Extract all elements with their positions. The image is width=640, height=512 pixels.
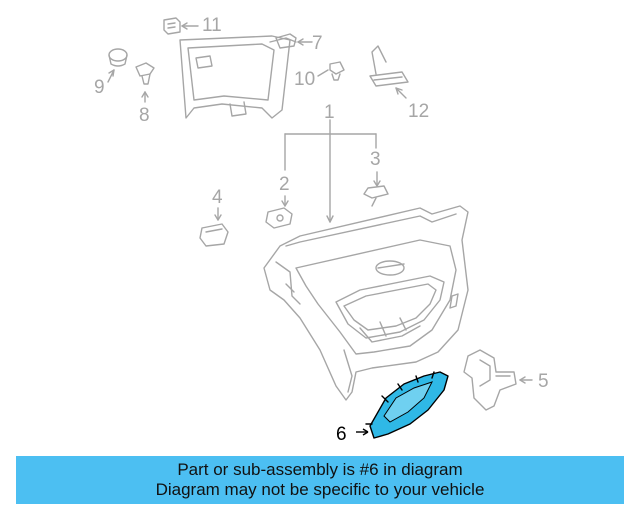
lower-quarter-trim-panel [263,205,469,401]
part-8-clip [135,62,155,103]
callout-9: 9 [94,77,105,98]
part-12-handle [369,45,409,99]
callout-5: 5 [538,371,549,392]
callout-3: 3 [370,149,381,170]
banner-line-2: Diagram may not be specific to your vehi… [155,480,485,499]
part-3-clip [363,185,389,207]
callout-1: 1 [324,102,335,123]
callout-7: 7 [312,33,323,54]
part-10-bolt [317,61,345,81]
part-4-clip [199,223,229,247]
callout-6: 6 [336,424,347,445]
part-11-clip [163,17,199,35]
part-9-fastener [107,48,128,83]
banner-line-1: Part or sub-assembly is #6 in diagram [177,460,463,479]
callout-8: 8 [139,105,150,126]
info-banner: Part or sub-assembly is #6 in diagram Di… [16,456,624,504]
callout-2: 2 [279,174,290,195]
part-2-bracket [265,207,293,229]
callout-12: 12 [408,101,430,122]
leader-lines [214,119,381,223]
callout-4: 4 [212,187,223,208]
part-7-clip [275,33,313,49]
upper-quarter-trim-panel [179,35,297,119]
callout-11: 11 [202,15,222,36]
callout-10: 10 [294,69,316,90]
part-5-bracket [463,349,533,411]
part-6-highlighted [356,371,449,439]
